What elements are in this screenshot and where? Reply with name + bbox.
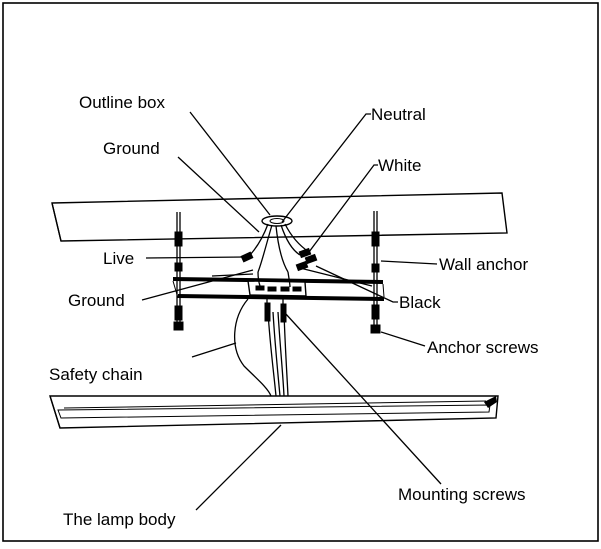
label-outline-box: Outline box <box>79 93 165 112</box>
wire-connectors <box>240 247 318 272</box>
label-wall-anchor: Wall anchor <box>439 255 528 274</box>
label-ground-top: Ground <box>103 139 160 158</box>
label-black: Black <box>399 293 441 312</box>
lamp-body-shape <box>49 395 499 429</box>
label-safety-chain: Safety chain <box>49 365 143 384</box>
outline-box-shape <box>261 215 293 227</box>
label-anchor-screws: Anchor screws <box>427 338 538 357</box>
labels: Outline box Ground Neutral White Live Wa… <box>49 93 538 529</box>
label-mounting-screws: Mounting screws <box>398 485 526 504</box>
right-anchor-assembly <box>370 211 381 334</box>
diagram-border <box>2 2 599 542</box>
safety-chain-shape <box>233 298 272 397</box>
label-lamp-body: The lamp body <box>63 510 176 529</box>
label-ground-bottom: Ground <box>68 291 125 310</box>
label-live: Live <box>103 249 134 268</box>
mounting-plate <box>172 267 385 301</box>
lamp-cables <box>267 311 289 397</box>
label-neutral: Neutral <box>371 105 426 124</box>
left-anchor-assembly <box>173 212 184 331</box>
label-white: White <box>378 156 421 175</box>
leader-lines <box>141 111 442 511</box>
